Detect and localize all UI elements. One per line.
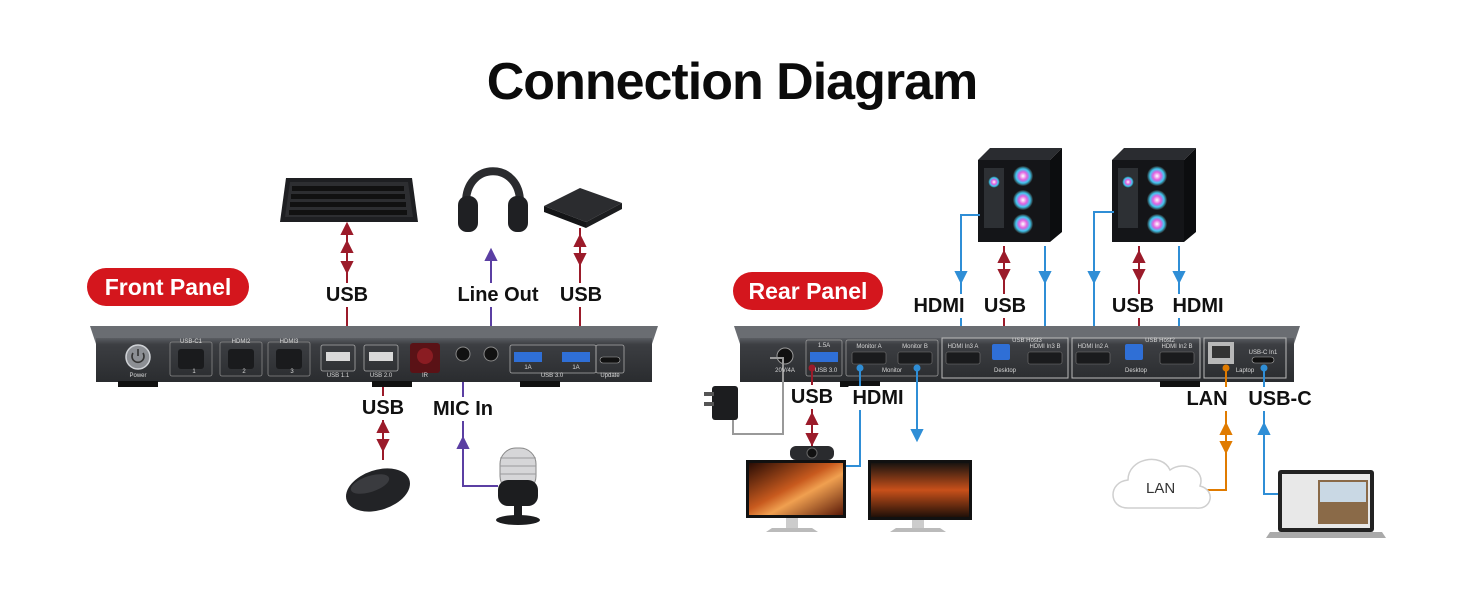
mouse-icon bbox=[346, 468, 410, 512]
laptop-icon bbox=[1266, 470, 1386, 538]
pc2-usb-label: USB bbox=[1107, 294, 1159, 318]
webcam-usb-arrow bbox=[805, 364, 819, 452]
desktop-pc-2-icon bbox=[1112, 148, 1196, 242]
cloud-lan-text: LAN bbox=[1146, 480, 1176, 497]
port-label-num1: 1 bbox=[192, 369, 196, 375]
laptop-usbc-label: USB-C bbox=[1244, 387, 1316, 411]
port-label-hdmi2: HDMI2 bbox=[231, 339, 251, 345]
front-usb-mouse-label: USB bbox=[357, 396, 409, 420]
port-label-usb11: USB 1.1 bbox=[326, 373, 350, 379]
port-label-usb-host2: USB Host2 bbox=[1145, 338, 1175, 344]
port-label-1a-left: 1A bbox=[524, 365, 532, 371]
monitor-b-icon bbox=[868, 460, 972, 532]
power-adapter-icon bbox=[704, 357, 784, 435]
keyboard-icon bbox=[280, 178, 418, 222]
desktop-pc-1-icon bbox=[978, 148, 1062, 242]
pc2-hdmi-line bbox=[1087, 211, 1114, 341]
port-label-ir: IR bbox=[422, 373, 428, 379]
laptop-usbc-arrow bbox=[1257, 364, 1278, 495]
port-label-usb-left: USB 3.0 bbox=[814, 368, 838, 374]
pc1-usb-label: USB bbox=[979, 294, 1031, 318]
front-usb-storage-label: USB bbox=[555, 283, 607, 307]
port-label-1-5a: 1.5A bbox=[817, 343, 831, 349]
lan-arrow bbox=[1206, 364, 1233, 491]
pc1-hdmi-out-arrow bbox=[1038, 246, 1052, 341]
port-label-num2: 2 bbox=[242, 369, 246, 375]
monitor-b-hdmi-arrow bbox=[910, 364, 924, 443]
headphones-icon bbox=[458, 167, 528, 232]
port-label-hdmi3: HDMI3 bbox=[279, 339, 299, 345]
pc2-usb-arrow bbox=[1132, 246, 1146, 341]
pc1-hdmi-label: HDMI bbox=[909, 294, 969, 318]
monitor-hdmi-label: HDMI bbox=[848, 386, 908, 410]
pc2-hdmi-out-arrow bbox=[1172, 246, 1186, 341]
webcam-usb-label: USB bbox=[786, 385, 838, 409]
front-mic-arrow bbox=[456, 366, 498, 487]
port-label-hdmi-in2a: HDMI In2 A bbox=[1077, 344, 1109, 350]
port-label-usbc-in1: USB-C In1 bbox=[1248, 350, 1278, 356]
storage-drive-icon bbox=[544, 188, 622, 228]
webcam-icon bbox=[790, 446, 834, 460]
port-label-desktop2: Desktop bbox=[1124, 368, 1148, 374]
microphone-icon bbox=[496, 447, 540, 525]
pc1-hdmi-line bbox=[954, 214, 980, 341]
lan-cloud-icon bbox=[1112, 458, 1211, 509]
pc1-usb-arrow bbox=[997, 246, 1011, 341]
lan-label: LAN bbox=[1182, 387, 1232, 411]
port-label-monitor-b: Monitor B bbox=[902, 344, 928, 350]
rear-panel-device bbox=[734, 326, 1300, 387]
front-lineout-label: Line Out bbox=[453, 283, 543, 307]
rear-panel-badge: Rear Panel bbox=[733, 272, 883, 310]
page-title: Connection Diagram bbox=[486, 53, 979, 111]
port-label-usb20: USB 2.0 bbox=[369, 373, 393, 379]
port-label-update: Update bbox=[600, 373, 620, 379]
port-label-num3: 3 bbox=[290, 369, 294, 375]
port-label-usb-host3: USB Host3 bbox=[1012, 338, 1042, 344]
front-panel-device bbox=[90, 326, 658, 387]
port-label-power-in: 20V/4A bbox=[775, 368, 795, 374]
port-label-hdmi-in3a: HDMI In3 A bbox=[947, 344, 979, 350]
port-label-hdmi-in3b: HDMI In3 B bbox=[1029, 344, 1061, 350]
port-label-monitor: Monitor bbox=[881, 368, 903, 374]
port-label-usbc1: USB-C1 bbox=[179, 339, 203, 345]
port-label-1a-right: 1A bbox=[572, 365, 580, 371]
pc2-hdmi-label: HDMI bbox=[1168, 294, 1228, 318]
port-label-laptop: Laptop bbox=[1235, 368, 1255, 374]
monitor-a-icon bbox=[746, 460, 846, 532]
port-label-hdmi-in2b: HDMI In2 B bbox=[1161, 344, 1193, 350]
front-mic-label: MIC In bbox=[429, 397, 497, 421]
port-label-monitor-a: Monitor A bbox=[856, 344, 882, 350]
port-label-desktop3: Desktop bbox=[993, 368, 1017, 374]
port-label-usb30: USB 3.0 bbox=[540, 373, 564, 379]
front-usb-keyboard-label: USB bbox=[321, 283, 373, 307]
front-usb-keyboard-arrow bbox=[340, 221, 354, 340]
port-label-power: Power bbox=[129, 373, 147, 379]
front-panel-badge: Front Panel bbox=[87, 268, 249, 306]
